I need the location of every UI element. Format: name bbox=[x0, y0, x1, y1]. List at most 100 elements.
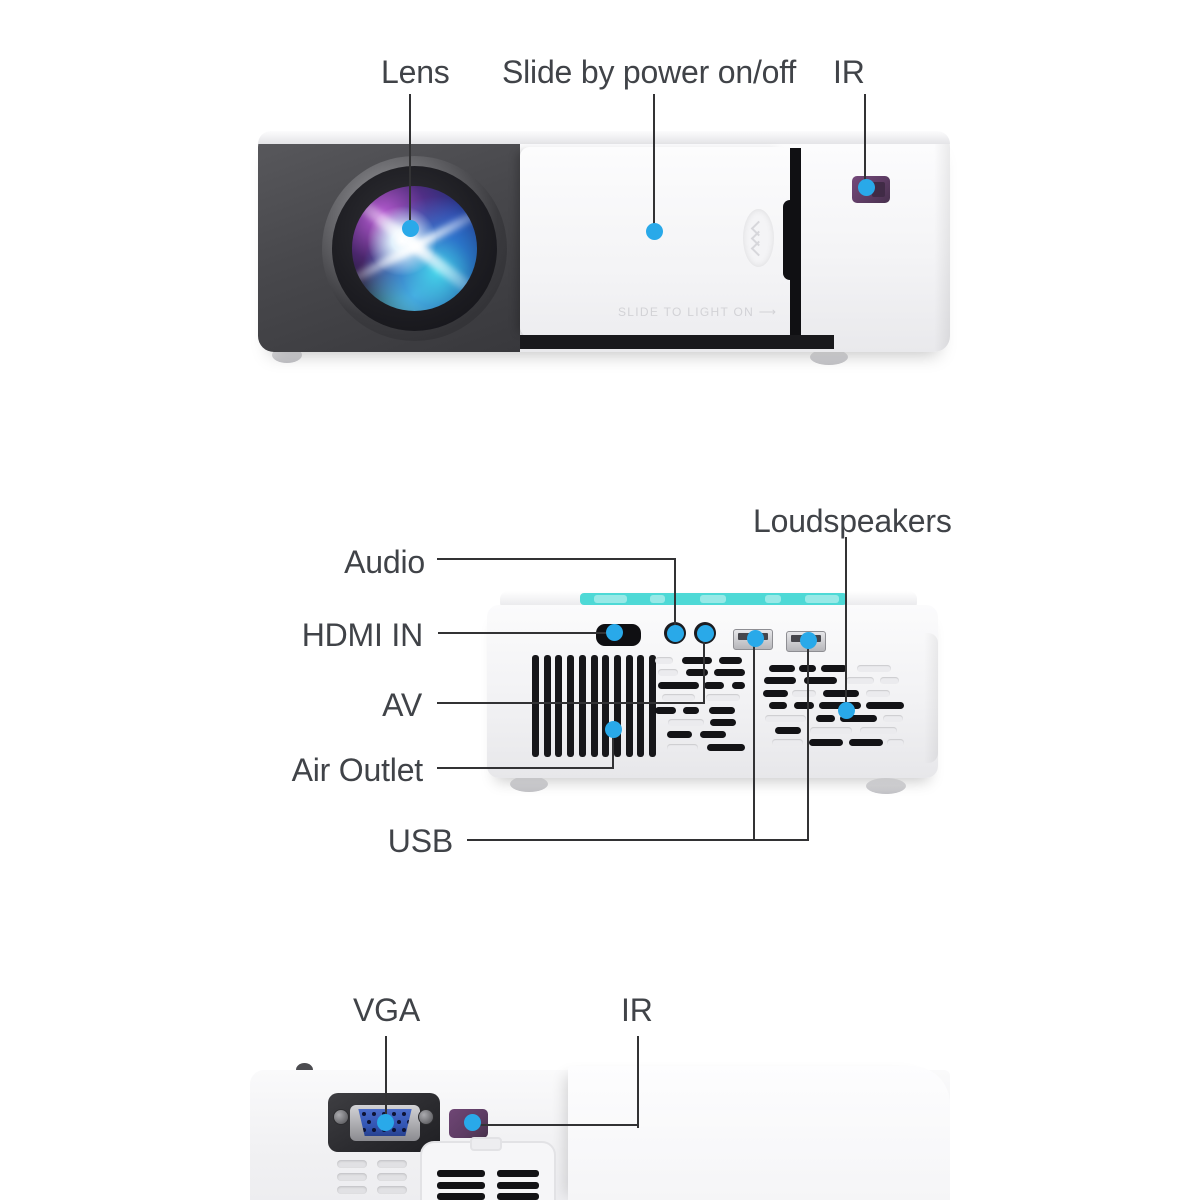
callout-line-air-h bbox=[437, 767, 614, 769]
marker-dot-slide bbox=[646, 223, 663, 240]
callout-line-vga bbox=[385, 1036, 387, 1116]
bottom-vent-slot bbox=[377, 1173, 407, 1181]
speaker-grille-slot bbox=[887, 739, 904, 747]
air-outlet-slat bbox=[578, 655, 586, 757]
speaker-grille-slot bbox=[764, 677, 796, 685]
air-outlet-slat bbox=[613, 655, 621, 757]
air-outlet-slat bbox=[602, 655, 610, 757]
speaker-grille-slot bbox=[710, 719, 736, 726]
marker-dot-ir-front bbox=[858, 179, 875, 196]
front-foot-right bbox=[810, 349, 848, 365]
grille-row bbox=[655, 669, 745, 677]
vga-screw-left bbox=[333, 1109, 349, 1125]
speaker-grille-slot bbox=[700, 731, 726, 739]
speaker-grille-slot bbox=[713, 669, 745, 677]
lens-glass bbox=[352, 186, 477, 311]
ir-front-label: IR bbox=[833, 54, 865, 90]
speaker-grille-slot bbox=[681, 657, 713, 664]
vga-pin-hole bbox=[402, 1128, 406, 1132]
loudspeakers-label: Loudspeakers bbox=[753, 503, 952, 539]
grille-row bbox=[655, 706, 745, 714]
marker-dot-air-outlet bbox=[605, 721, 622, 738]
speaker-grille-slot bbox=[658, 669, 679, 677]
speaker-grille-slot bbox=[866, 702, 904, 710]
vga-label: VGA bbox=[353, 992, 420, 1028]
hatch-vent-slat bbox=[437, 1193, 485, 1200]
front-dark-panel bbox=[258, 131, 520, 352]
av-label: AV bbox=[382, 687, 422, 723]
speaker-grille-slot bbox=[662, 694, 696, 702]
speaker-grille-slot bbox=[668, 719, 704, 726]
speaker-grille-slot bbox=[883, 714, 903, 722]
grille-row bbox=[762, 702, 904, 710]
grille-row bbox=[655, 694, 745, 702]
hatch-vent-slat bbox=[497, 1193, 539, 1200]
callout-line-usb-h bbox=[467, 839, 809, 841]
speaker-grille-slot bbox=[849, 739, 883, 747]
callout-line-usb-v1 bbox=[753, 643, 755, 841]
marker-dot-hdmi bbox=[606, 624, 623, 641]
hatch-vent-slat bbox=[437, 1170, 485, 1177]
vga-pin-hole bbox=[392, 1128, 396, 1132]
marker-dot-lens bbox=[402, 220, 419, 237]
callout-line-slide bbox=[653, 94, 655, 231]
vga-pin-hole bbox=[362, 1128, 366, 1132]
speaker-grille-slot bbox=[706, 743, 745, 751]
vga-pin-hole bbox=[407, 1120, 411, 1124]
speaker-grille-slot bbox=[803, 677, 837, 685]
slide-power-label: Slide by power on/off bbox=[502, 54, 797, 90]
speaker-grille-slot bbox=[839, 714, 878, 722]
grille-row bbox=[762, 739, 904, 747]
grille-row bbox=[762, 727, 904, 734]
callout-line-audio-h bbox=[437, 558, 676, 560]
speaker-grille-right bbox=[762, 665, 904, 753]
grille-row bbox=[762, 665, 904, 672]
speaker-grille-slot bbox=[667, 731, 693, 739]
air-outlet-slat bbox=[567, 655, 575, 757]
callout-line-usb-v2 bbox=[807, 645, 809, 841]
speaker-grille-slot bbox=[769, 702, 788, 710]
speaker-grille-slot bbox=[719, 657, 743, 664]
bottom-vent-slot bbox=[377, 1160, 407, 1168]
vga-pin-hole bbox=[362, 1112, 366, 1116]
hatch-vent-slat bbox=[437, 1181, 485, 1189]
speaker-grille-slot bbox=[880, 677, 899, 685]
bottom-vent-slot bbox=[337, 1173, 367, 1181]
teal-strip-highlight bbox=[805, 595, 839, 603]
ir-bottom-label: IR bbox=[621, 992, 653, 1028]
slide-gap bbox=[790, 148, 801, 335]
bottom-slide-panel bbox=[568, 1066, 950, 1200]
speaker-grille-slot bbox=[775, 727, 802, 734]
teal-strip-highlight bbox=[650, 595, 665, 603]
rear-foot-right bbox=[866, 778, 906, 794]
vga-pin-hole bbox=[402, 1112, 406, 1116]
callout-line-audio-v bbox=[674, 558, 676, 633]
hdmi-label: HDMI IN bbox=[301, 617, 423, 653]
callout-line-ir-bottom-v bbox=[637, 1036, 639, 1128]
air-outlet-slat bbox=[590, 655, 598, 757]
marker-dot-vga bbox=[377, 1114, 394, 1131]
grille-row bbox=[655, 657, 745, 664]
air-outlet-slat bbox=[637, 655, 645, 757]
lens-label: Lens bbox=[381, 54, 450, 90]
bottom-vent-slot bbox=[377, 1186, 407, 1194]
callout-line-ir-front bbox=[864, 94, 866, 187]
speaker-grille-slot bbox=[822, 689, 860, 697]
slide-gap-notch bbox=[783, 200, 795, 280]
speaker-grille-slot bbox=[792, 689, 817, 697]
speaker-grille-slot bbox=[682, 706, 700, 714]
grille-row bbox=[762, 714, 904, 722]
audio-label: Audio bbox=[344, 544, 425, 580]
vga-screw-right bbox=[418, 1109, 434, 1125]
slide-cover: SLIDE TO LIGHT ON ⟶ bbox=[520, 147, 790, 337]
vga-pin-hole bbox=[372, 1112, 376, 1116]
hatch-vent-slat bbox=[497, 1181, 539, 1189]
grille-row bbox=[762, 677, 904, 685]
callout-line-lens bbox=[409, 94, 411, 228]
teal-strip-highlight bbox=[700, 595, 726, 603]
speaker-grille-slot bbox=[857, 665, 892, 672]
speaker-grille-slot bbox=[815, 714, 836, 722]
callout-line-av-v bbox=[703, 633, 705, 704]
speaker-grille-slot bbox=[703, 681, 724, 689]
speaker-grille-slot bbox=[763, 689, 788, 697]
